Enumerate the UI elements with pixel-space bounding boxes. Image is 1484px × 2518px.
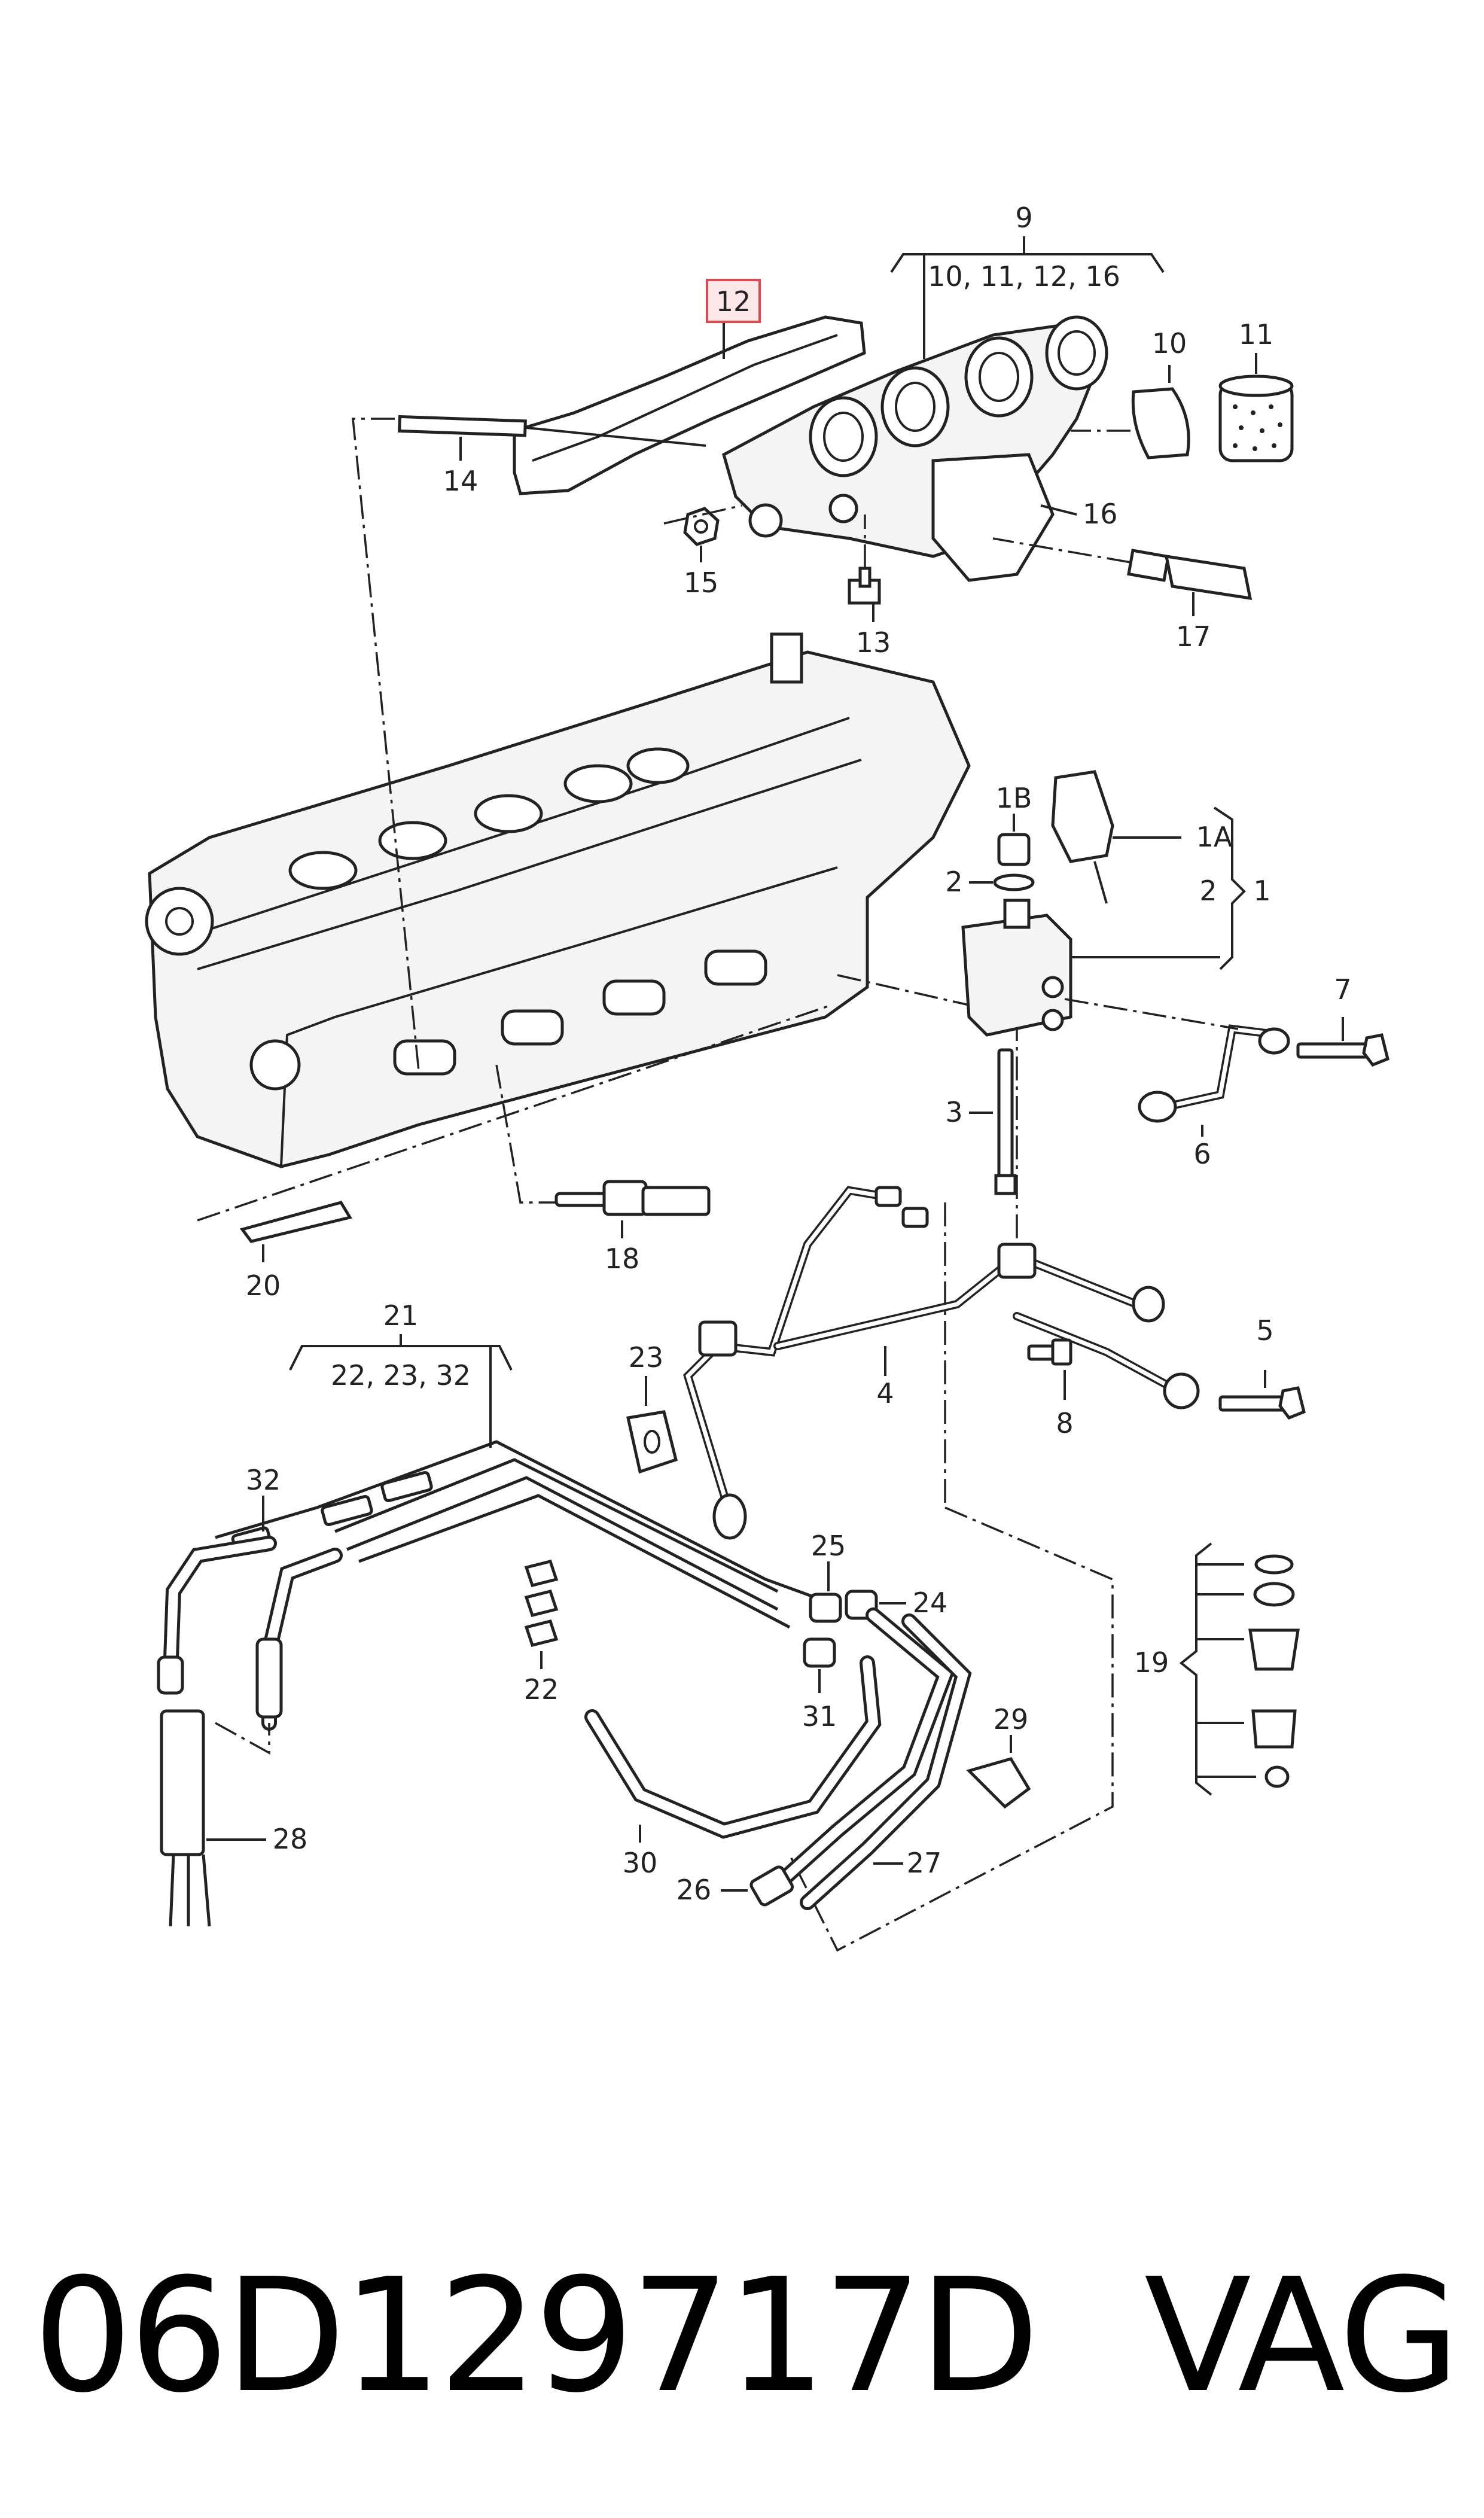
callout-21-sub: 22, 23, 32 xyxy=(331,1359,471,1392)
callout-18: 18 xyxy=(605,1243,640,1275)
cylinder-head xyxy=(145,632,971,1168)
hose-30 xyxy=(584,1655,882,1839)
callout-2-left: 2 xyxy=(945,866,962,898)
bolt-5 xyxy=(1218,1386,1306,1420)
callout-13: 13 xyxy=(856,626,891,659)
callout-20: 20 xyxy=(246,1269,281,1302)
shield-29 xyxy=(966,1757,1031,1809)
bolt-3 xyxy=(994,1048,1017,1195)
callout-27: 27 xyxy=(907,1847,942,1879)
callout-30: 30 xyxy=(623,1847,658,1879)
intake-gasket-12 xyxy=(513,315,866,495)
connector-25 xyxy=(809,1593,842,1623)
clips-22 xyxy=(524,1560,559,1647)
callout-10: 10 xyxy=(1152,327,1187,360)
pump-1 xyxy=(961,899,1072,1037)
callout-22: 22 xyxy=(524,1673,559,1706)
seal-kit-19 xyxy=(1179,1542,1300,1796)
callout-23: 23 xyxy=(629,1341,664,1374)
bolt-8 xyxy=(1027,1338,1072,1366)
connector-31 xyxy=(803,1637,836,1668)
sensor-1A xyxy=(1051,770,1114,904)
callout-29: 29 xyxy=(994,1703,1029,1735)
callout-15: 15 xyxy=(684,567,719,599)
callout-26: 26 xyxy=(677,1874,712,1906)
hoses-26-27 xyxy=(749,1607,972,1910)
callout-1B: 1B xyxy=(996,782,1032,814)
thermostat-housing-9 xyxy=(722,315,1108,582)
callout-19: 19 xyxy=(1134,1646,1169,1679)
pin-20 xyxy=(239,1201,352,1243)
callout-4: 4 xyxy=(876,1377,894,1409)
callout-5: 5 xyxy=(1256,1314,1273,1347)
group-9-bracket: 9 10, 11, 12, 16 xyxy=(890,202,1165,359)
clip-23 xyxy=(626,1410,678,1474)
callout-17: 17 xyxy=(1176,620,1211,653)
nut-15 xyxy=(663,504,742,546)
filter-11 xyxy=(1218,374,1294,462)
callout-32: 32 xyxy=(246,1464,281,1496)
callout-21: 21 xyxy=(383,1299,419,1332)
callout-31: 31 xyxy=(802,1700,837,1733)
callout-12-box[interactable]: 12 xyxy=(706,279,761,323)
group-21-bracket: 21 22, 23, 32 xyxy=(289,1299,513,1448)
stud-14 xyxy=(398,415,706,447)
exploded-parts-diagram: 9 10, 11, 12, 16 12 16 14 15 xyxy=(145,202,1389,1952)
callout-1: 1 xyxy=(1253,875,1270,907)
callout-1A: 1A xyxy=(1196,821,1233,853)
callout-11: 11 xyxy=(1239,318,1274,351)
callout-16: 16 xyxy=(1083,498,1118,530)
brand-text: VAG xyxy=(1144,2245,1460,2427)
callout-28: 28 xyxy=(273,1823,308,1855)
callout-7: 7 xyxy=(1334,973,1351,1006)
seal-ring-10 xyxy=(1071,387,1190,459)
bolt-13 xyxy=(848,514,881,605)
part-number-footer: 06D129717D VAG xyxy=(33,2237,1460,2435)
callout-9-sub: 10, 11, 12, 16 xyxy=(928,260,1120,293)
callout-14: 14 xyxy=(443,465,479,497)
callout-9: 9 xyxy=(1015,202,1032,234)
fuel-line-4 xyxy=(683,1186,1200,1540)
callout-3: 3 xyxy=(945,1096,962,1128)
temp-sensor-17 xyxy=(992,537,1253,601)
sensor-18 xyxy=(554,1180,711,1216)
cap-1B xyxy=(997,833,1031,866)
callout-24: 24 xyxy=(913,1587,948,1619)
assembly-lines xyxy=(197,418,1114,1952)
callout-25: 25 xyxy=(811,1530,846,1562)
callout-8: 8 xyxy=(1056,1407,1073,1439)
connector-28 xyxy=(160,1709,270,1927)
callout-2-right: 2 xyxy=(1199,875,1217,907)
pipe-6 xyxy=(1064,998,1290,1123)
callout-6: 6 xyxy=(1193,1138,1211,1170)
bolt-7 xyxy=(1296,1033,1389,1067)
elbow-hose-32 xyxy=(157,1536,343,1731)
o-ring-2 xyxy=(993,873,1035,891)
callout-12: 12 xyxy=(716,285,751,318)
part-number-text: 06D129717D xyxy=(33,2245,1040,2427)
